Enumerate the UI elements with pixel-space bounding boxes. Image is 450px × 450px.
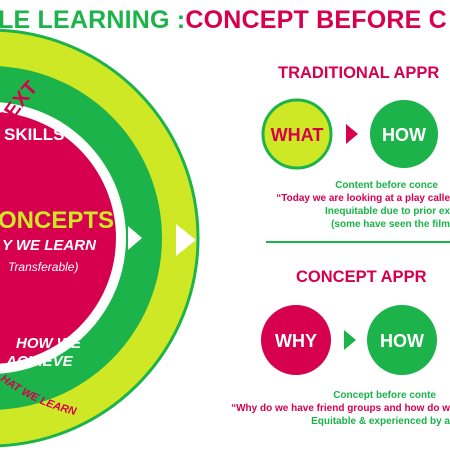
- node-how-traditional: [370, 100, 438, 168]
- node-why-label: WHY: [275, 331, 317, 351]
- concept-approach-title: CONCEPT APPR: [296, 268, 427, 286]
- arrow-right-icon: [344, 330, 356, 350]
- traditional-note-line2: “Today we are looking at a play calle: [276, 193, 450, 204]
- title-part-pink: CONCEPT BEFORE C: [185, 6, 447, 34]
- title-part-green: LE LEARNING :: [0, 6, 186, 34]
- concept-note-line3: Equitable & experienced by a: [311, 416, 450, 427]
- node-how-traditional-label: HOW: [382, 125, 426, 145]
- node-why: [261, 305, 331, 375]
- concept-note-line1: Concept before conte: [333, 390, 436, 401]
- section-divider: [266, 241, 450, 243]
- node-how-concept-label: HOW: [380, 331, 424, 351]
- inner-core-concepts: [0, 112, 116, 364]
- concepts-title: ONCEPTS: [0, 207, 114, 234]
- concepts-note: Transferable): [8, 260, 78, 274]
- traditional-note-line4: (some have seen the film: [331, 219, 450, 230]
- node-how-concept: [367, 305, 437, 375]
- arrow-right-icon: [346, 124, 358, 144]
- skills-label: SKILLS: [4, 125, 64, 144]
- concept-note: Concept before conte “Why do we have fri…: [231, 390, 450, 427]
- traditional-note: Content before conce “Today we are looki…: [276, 180, 450, 230]
- traditional-note-line3: Inequitable due to prior ex: [324, 206, 450, 217]
- page-title: LE LEARNING : CONCEPT BEFORE C: [0, 6, 448, 40]
- achieve-label-line2: ACHIEVE: [5, 353, 74, 370]
- concepts-subtitle: Y WE LEARN: [2, 237, 97, 254]
- arrow-right-icon: [128, 226, 142, 250]
- arrow-right-icon: [176, 224, 196, 256]
- traditional-note-line1: Content before conce: [335, 180, 438, 191]
- node-what-label: WHAT: [271, 125, 324, 145]
- traditional-approach-title: TRADITIONAL APPR: [278, 64, 440, 82]
- node-what: [261, 98, 333, 170]
- achieve-label-line1: HOW WE: [16, 335, 82, 352]
- concept-note-line2: “Why do we have friend groups and how do…: [231, 403, 450, 414]
